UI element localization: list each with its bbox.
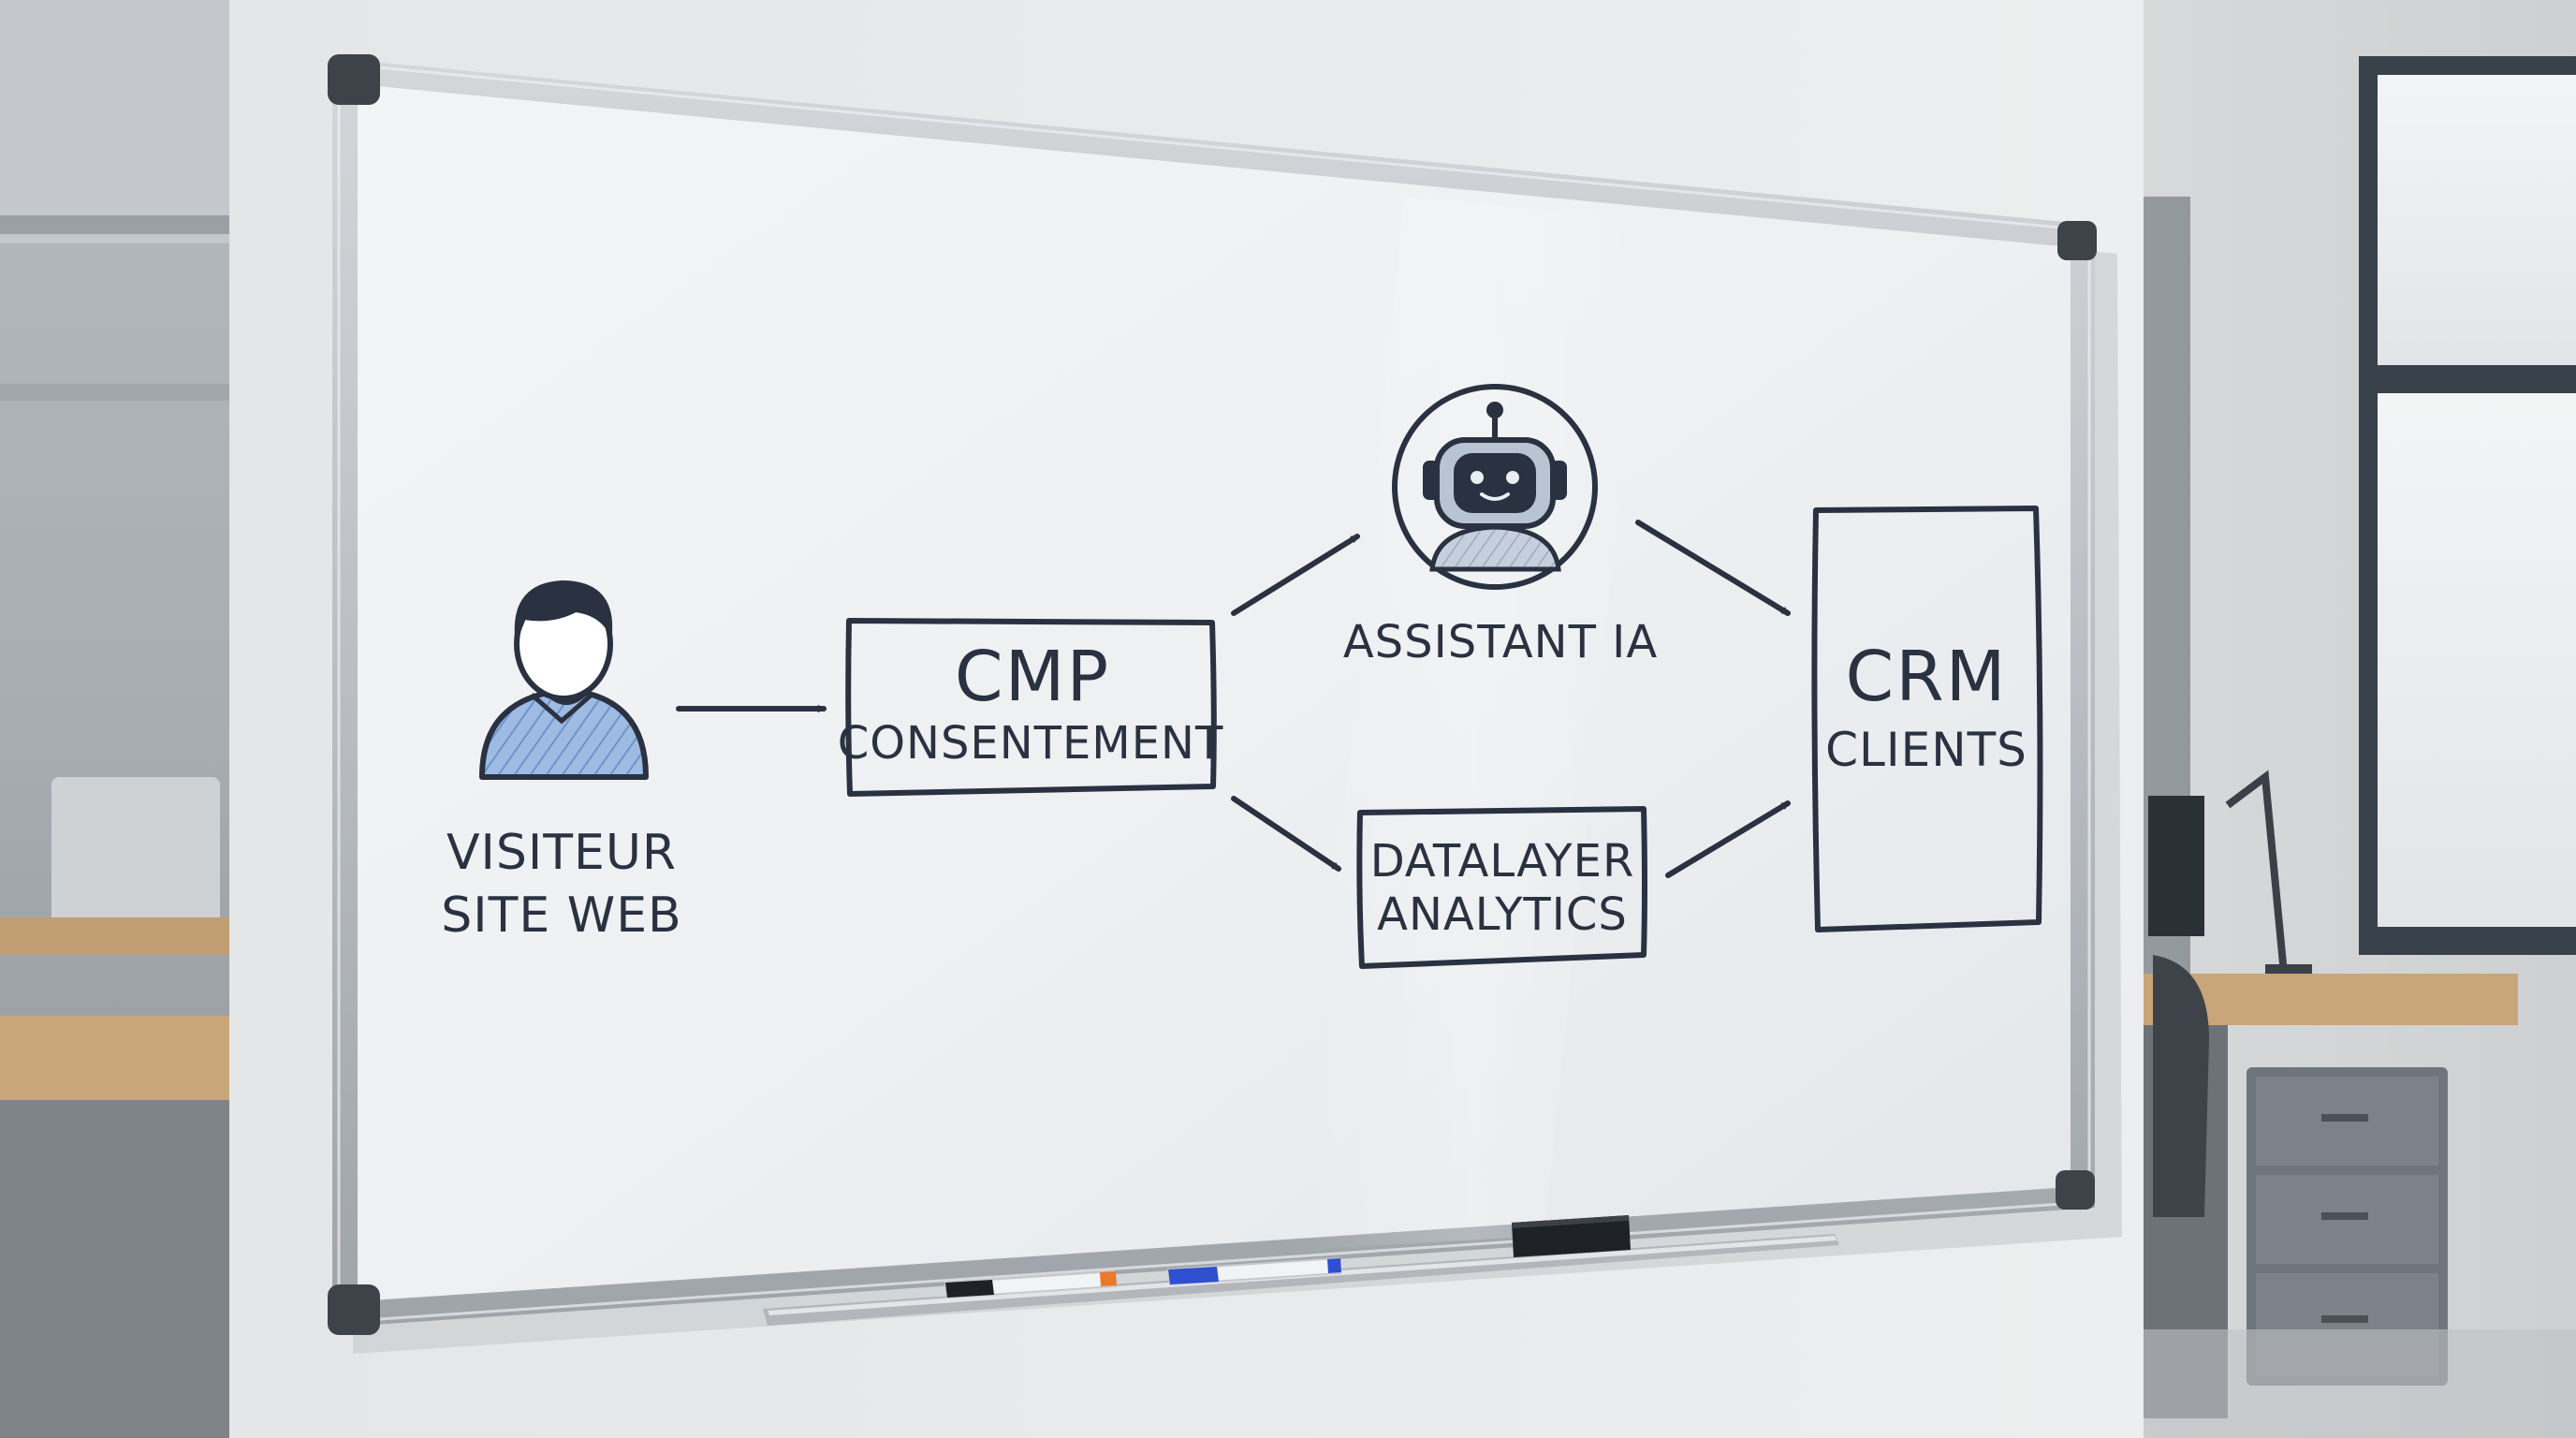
assistant-node: ASSISTANT IA: [1343, 384, 1658, 668]
visitor-label-line1: VISITEUR: [446, 825, 677, 881]
corner-cap: [2056, 1170, 2095, 1210]
office-chair: [2153, 955, 2209, 1217]
crm-label-line2: CLIENTS: [1825, 723, 2027, 777]
robot-icon: [1423, 402, 1567, 572]
corner-cap: [328, 1284, 380, 1335]
desk-lamp: [2225, 770, 2312, 976]
marker-blue: [1166, 1256, 1342, 1286]
corner-cap: [328, 54, 380, 105]
corner-cap: [2057, 221, 2097, 260]
arrow-assistant-to-crm: [1635, 520, 1791, 616]
visitor-label-line2: SITE WEB: [441, 888, 681, 944]
datalayer-label-line2: ANALYTICS: [1377, 888, 1628, 941]
arrow-cmp-to-datalayer: [1231, 796, 1341, 872]
arrow-datalayer-to-crm: [1665, 800, 1791, 878]
cmp-subtitle: CONSENTEMENT: [838, 717, 1224, 770]
visitor-node: VISITEUR SITE WEB: [441, 580, 681, 944]
assistant-label: ASSISTANT IA: [1343, 616, 1658, 668]
datalayer-node: DATALAYER ANALYTICS: [1356, 806, 1647, 969]
eraser: [1512, 1215, 1631, 1257]
left-office-background: [0, 0, 229, 1438]
marker-orange-cap: [944, 1269, 1118, 1299]
cmp-title: CMP: [955, 637, 1110, 717]
arrow-cmp-to-assistant: [1231, 534, 1360, 616]
cmp-node: CMP CONSENTEMENT: [838, 618, 1224, 797]
person-icon: [479, 580, 649, 780]
monitor: [2148, 796, 2204, 936]
flow-diagram: VISITEUR SITE WEB CMP CONSENTEMENT: [441, 384, 2043, 969]
datalayer-label-line1: DATALAYER: [1370, 835, 1635, 888]
crm-node: CRM CLIENTS: [1811, 506, 2043, 932]
right-office-background: [2144, 0, 2576, 1438]
crm-label-line1: CRM: [1846, 637, 2008, 717]
left-desk: [0, 917, 229, 955]
window: [2359, 56, 2576, 955]
